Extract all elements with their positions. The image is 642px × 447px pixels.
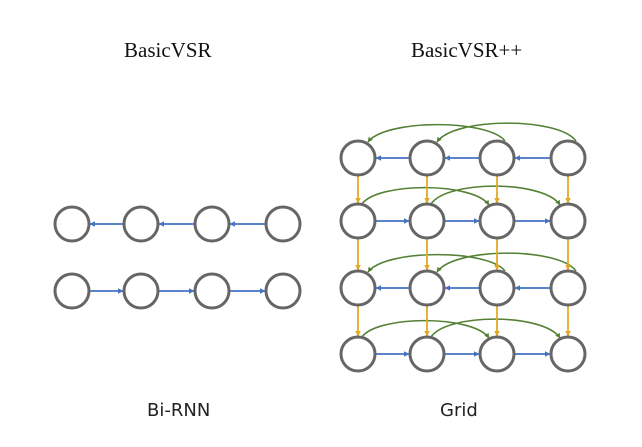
basicvsr-plus-plus-title: BasicVSR++: [411, 38, 523, 62]
grid-node-r2-c1: [339, 202, 377, 240]
bi-rnn-node-r2-c1: [53, 272, 91, 310]
grid-node-r4-c1: [339, 335, 377, 373]
grid-caption: Grid: [440, 400, 478, 421]
grid-node-r3-c1: [339, 269, 377, 307]
grid-second-order-arc-r2-a: [361, 186, 490, 206]
bi-rnn-node-r1-c4: [264, 205, 302, 243]
grid-node-r1-c4: [549, 139, 587, 177]
grid-second-order-arc-r1-a: [367, 123, 506, 143]
grid-second-order-arc-r3-a: [367, 253, 506, 273]
bi-rnn-node-r2-c2: [122, 272, 160, 310]
bi-rnn-node-r2-c4: [264, 272, 302, 310]
grid-node-r4-c2: [408, 335, 446, 373]
bi-rnn-node-r2-c3: [193, 272, 231, 310]
grid-node-r1-c3: [478, 139, 516, 177]
grid-node-r3-c3: [478, 269, 516, 307]
bi-rnn-node-r1-c1: [53, 205, 91, 243]
grid-node-r3-c4: [549, 269, 587, 307]
grid-node-r2-c2: [408, 202, 446, 240]
grid-node-r4-c4: [549, 335, 587, 373]
grid-second-order-arc-r2-b: [430, 185, 561, 206]
grid-second-order-arc-r4-b: [430, 318, 561, 339]
grid-second-order-arc-r3-b: [436, 252, 577, 273]
grid-node-r3-c2: [408, 269, 446, 307]
grid-node-r1-c1: [339, 139, 377, 177]
bi-rnn-node-r1-c3: [193, 205, 231, 243]
grid-second-order-arc-r4-a: [361, 319, 490, 339]
grid-node-r1-c2: [408, 139, 446, 177]
grid-node-r2-c4: [549, 202, 587, 240]
grid-node-r4-c3: [478, 335, 516, 373]
bi-rnn-caption: Bi-RNN: [147, 400, 211, 421]
basicvsr-title: BasicVSR: [124, 38, 212, 62]
bi-rnn-node-r1-c2: [122, 205, 160, 243]
grid-second-order-arc-r1-b: [436, 122, 577, 143]
grid-node-r2-c3: [478, 202, 516, 240]
